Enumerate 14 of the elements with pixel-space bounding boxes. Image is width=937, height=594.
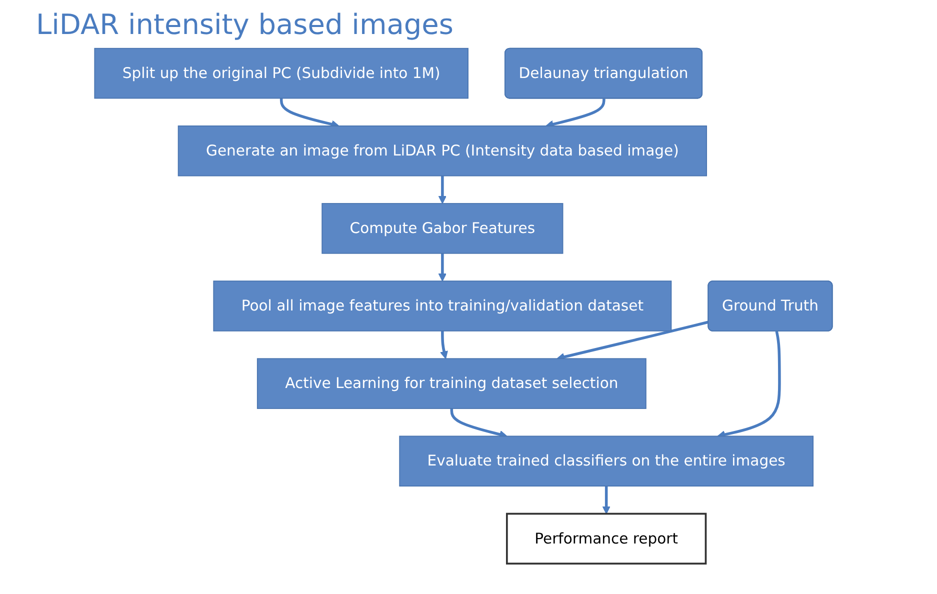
diagram-title: LiDAR intensity based images — [36, 8, 454, 41]
node-box: Performance report — [506, 512, 707, 565]
node-box: Evaluate trained classifiers on the entire images — [399, 436, 814, 487]
arrow — [556, 320, 709, 361]
node-box: Split up the original PC (Subdivide into 1M) — [94, 48, 468, 99]
arrow — [438, 253, 446, 282]
arrow — [450, 408, 508, 438]
arrow — [602, 486, 610, 514]
arrow — [440, 330, 448, 359]
node-box: Generate an image from LiDAR PC (Intensity data based image) — [178, 125, 708, 176]
node-box: Active Learning for training dataset selection — [256, 358, 646, 409]
arrow — [438, 176, 446, 204]
node-box: Pool all image features into training/validation dataset — [213, 280, 672, 332]
node-box: Compute Gabor Features — [322, 203, 564, 254]
